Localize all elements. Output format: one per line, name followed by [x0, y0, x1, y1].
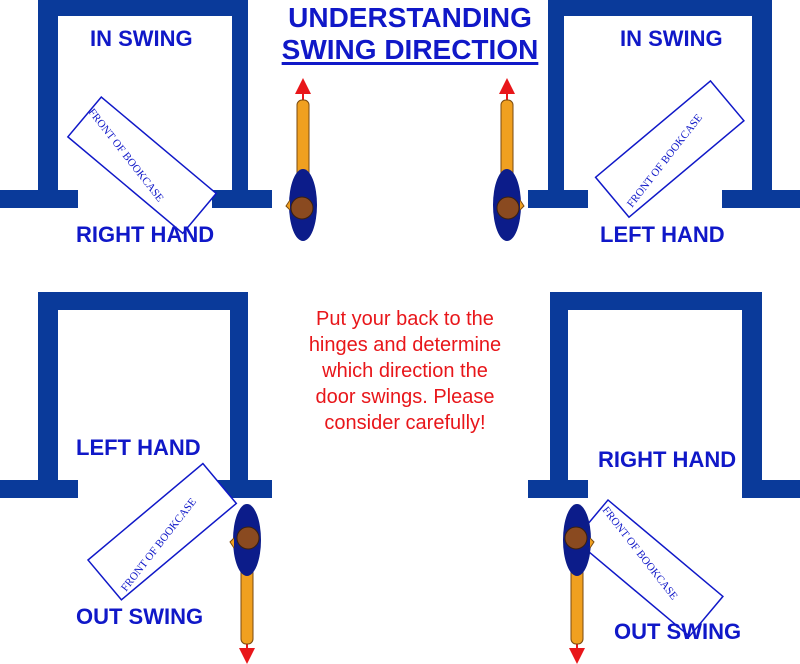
label-top-right-hand: LEFT HAND [600, 222, 725, 247]
door-frame-bottom-left [0, 292, 272, 498]
person-top-left [285, 78, 317, 241]
bookcase-bottom-right: FRONT OF BOOKCASE [573, 498, 724, 638]
door-frame-bottom-right [528, 292, 800, 498]
bookcase-top-left: FRONT OF BOOKCASE [66, 95, 218, 235]
label-bottom-left-hand: LEFT HAND [76, 435, 201, 460]
title-line-1: UNDERSTANDING [288, 2, 532, 33]
label-top-left-swing: IN SWING [90, 26, 193, 51]
person-bottom-left [229, 504, 261, 664]
door-frame-top-right [528, 0, 800, 208]
person-top-right [493, 78, 525, 241]
label-top-right-swing: IN SWING [620, 26, 723, 51]
label-bottom-right-hand: RIGHT HAND [598, 447, 737, 472]
person-bottom-right [563, 504, 595, 664]
bookcase-bottom-left: FRONT OF BOOKCASE [86, 462, 238, 601]
instruction-note: Put your back to the hinges and determin… [308, 308, 502, 434]
door-frame-top-left [0, 0, 272, 208]
label-top-left-hand: RIGHT HAND [76, 222, 215, 247]
label-bottom-left-swing: OUT SWING [76, 604, 204, 629]
title-line-2: SWING DIRECTION [281, 34, 539, 65]
label-bottom-right-swing: OUT SWING [614, 619, 742, 644]
bookcase-top-right: FRONT OF BOOKCASE [594, 79, 745, 219]
